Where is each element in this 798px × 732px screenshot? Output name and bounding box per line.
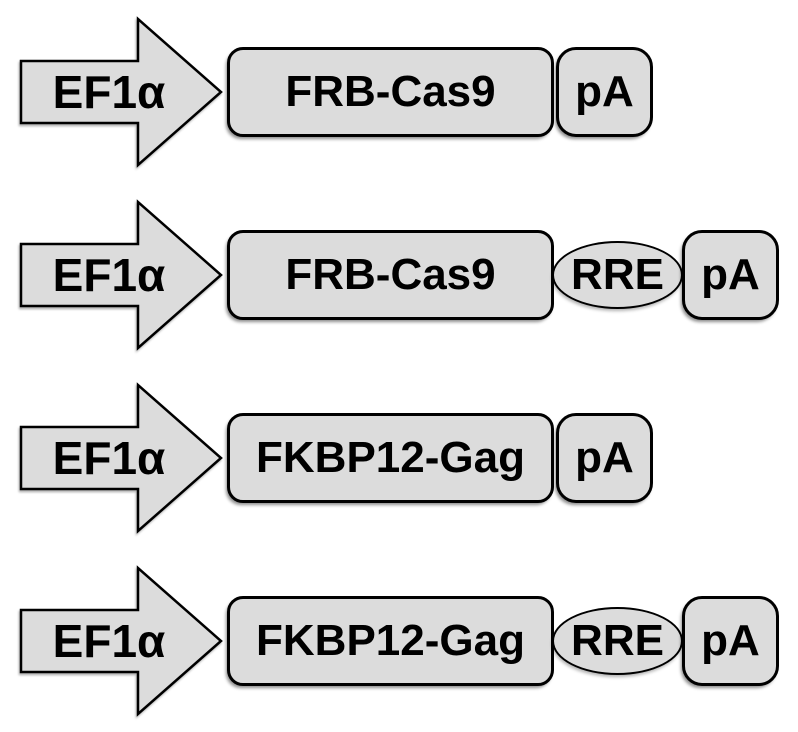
polya-box: pA [556,412,653,503]
polya-label: pA [701,249,760,299]
polya-box: pA [682,229,779,320]
polya-box: pA [556,46,653,137]
promoter-label: EF1α [52,614,166,667]
promoter-arrow [19,381,223,534]
promoter-label: EF1α [52,431,166,484]
gene-label: FRB-Cas9 [285,249,496,299]
construct-row-4: EF1α FKBP12-Gag RRE pA [0,549,798,732]
rre-label: RRE [571,249,664,299]
promoter-arrow-shape [19,15,223,168]
promoter-arrow [19,564,223,717]
construct-row-2: EF1α FRB-Cas9 RRE pA [0,183,798,366]
gene-box: FKBP12-Gag [227,595,554,686]
construct-row-3: EF1α FKBP12-Gag pA [0,366,798,549]
promoter-label: EF1α [52,248,166,301]
promoter-label: EF1α [52,65,166,118]
promoter-arrow-shape [19,564,223,717]
promoter-arrow [19,198,223,351]
gene-box: FKBP12-Gag [227,412,554,503]
construct-row-1: EF1α FRB-Cas9 pA [0,0,798,183]
promoter-arrow [19,15,223,168]
gene-label: FKBP12-Gag [256,432,525,482]
promoter-arrow-shape [19,381,223,534]
rre-label: RRE [571,615,664,665]
gene-label: FRB-Cas9 [285,66,496,116]
polya-label: pA [575,432,634,482]
polya-label: pA [575,66,634,116]
polya-label: pA [701,615,760,665]
rre-ellipse: RRE [552,240,683,309]
rre-ellipse: RRE [552,606,683,675]
polya-box: pA [682,595,779,686]
gene-box: FRB-Cas9 [227,46,554,137]
promoter-arrow-shape [19,198,223,351]
gene-box: FRB-Cas9 [227,229,554,320]
gene-label: FKBP12-Gag [256,615,525,665]
